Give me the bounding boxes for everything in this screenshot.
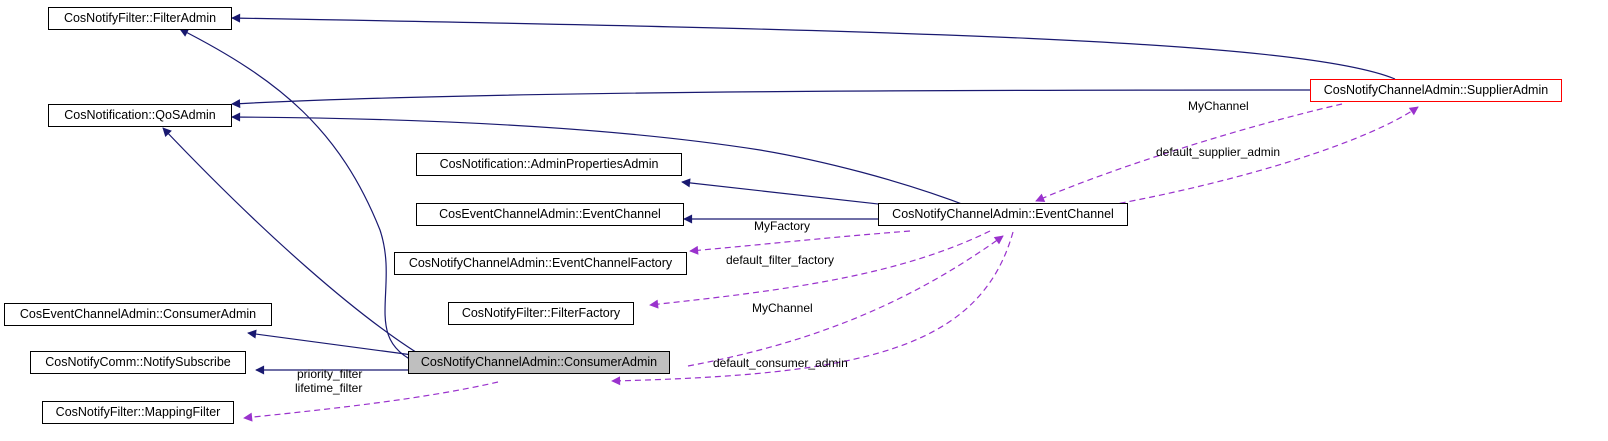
node-event-channel-base[interactable]: CosEventChannelAdmin::EventChannel bbox=[416, 203, 684, 226]
edge-default-consumer-admin bbox=[611, 231, 1014, 386]
edge-mapping-filter bbox=[243, 381, 499, 422]
node-event-channel-factory[interactable]: CosNotifyChannelAdmin::EventChannelFacto… bbox=[394, 252, 687, 275]
edge-supplier-admin-to-qos-admin bbox=[231, 89, 1343, 109]
node-consumer-admin-base[interactable]: CosEventChannelAdmin::ConsumerAdmin bbox=[4, 303, 272, 326]
edge-consumer-admin-to-filter-admin bbox=[179, 28, 421, 365]
edge-default-filter-factory bbox=[649, 230, 991, 309]
edge-consumer-admin-to-qos-admin bbox=[162, 127, 433, 363]
node-supplier-admin[interactable]: CosNotifyChannelAdmin::SupplierAdmin bbox=[1310, 79, 1562, 102]
edge-label-my-channel-bottom: MyChannel bbox=[752, 301, 813, 315]
node-notify-subscribe[interactable]: CosNotifyComm::NotifySubscribe bbox=[30, 351, 246, 374]
edge-label-priority-filter: priority_filter bbox=[297, 367, 363, 381]
node-mapping-filter[interactable]: CosNotifyFilter::MappingFilter bbox=[42, 401, 234, 424]
edge-default-supplier-admin bbox=[1099, 106, 1419, 208]
node-admin-properties-admin[interactable]: CosNotification::AdminPropertiesAdmin bbox=[416, 153, 682, 176]
edge-label-default-consumer-admin: default_consumer_admin bbox=[713, 356, 848, 370]
edge-my-channel-top bbox=[1035, 103, 1343, 202]
edge-label-default-supplier-admin: default_supplier_admin bbox=[1156, 145, 1281, 159]
edge-label-default-filter-factory: default_filter_factory bbox=[726, 253, 835, 267]
edge-label-my-factory: MyFactory bbox=[754, 219, 811, 233]
node-filter-admin[interactable]: CosNotifyFilter::FilterAdmin bbox=[48, 7, 232, 30]
node-filter-factory[interactable]: CosNotifyFilter::FilterFactory bbox=[448, 302, 634, 325]
edge-supplier-admin-to-filter-admin bbox=[231, 13, 1396, 80]
node-consumer-admin[interactable]: CosNotifyChannelAdmin::ConsumerAdmin bbox=[408, 351, 670, 374]
edge-my-factory bbox=[689, 230, 911, 255]
edge-label-my-channel-top: MyChannel bbox=[1188, 99, 1249, 113]
edge-event-channel-to-qos-admin bbox=[231, 112, 971, 208]
edge-my-channel-bottom bbox=[687, 235, 1004, 367]
node-qos-admin[interactable]: CosNotification::QoSAdmin bbox=[48, 104, 232, 127]
edge-event-channel-to-admin-properties-admin bbox=[681, 178, 906, 208]
node-event-channel[interactable]: CosNotifyChannelAdmin::EventChannel bbox=[878, 203, 1128, 226]
edge-label-lifetime-filter: lifetime_filter bbox=[295, 381, 363, 395]
edge-consumer-admin-to-consumer-admin-base bbox=[247, 329, 421, 357]
